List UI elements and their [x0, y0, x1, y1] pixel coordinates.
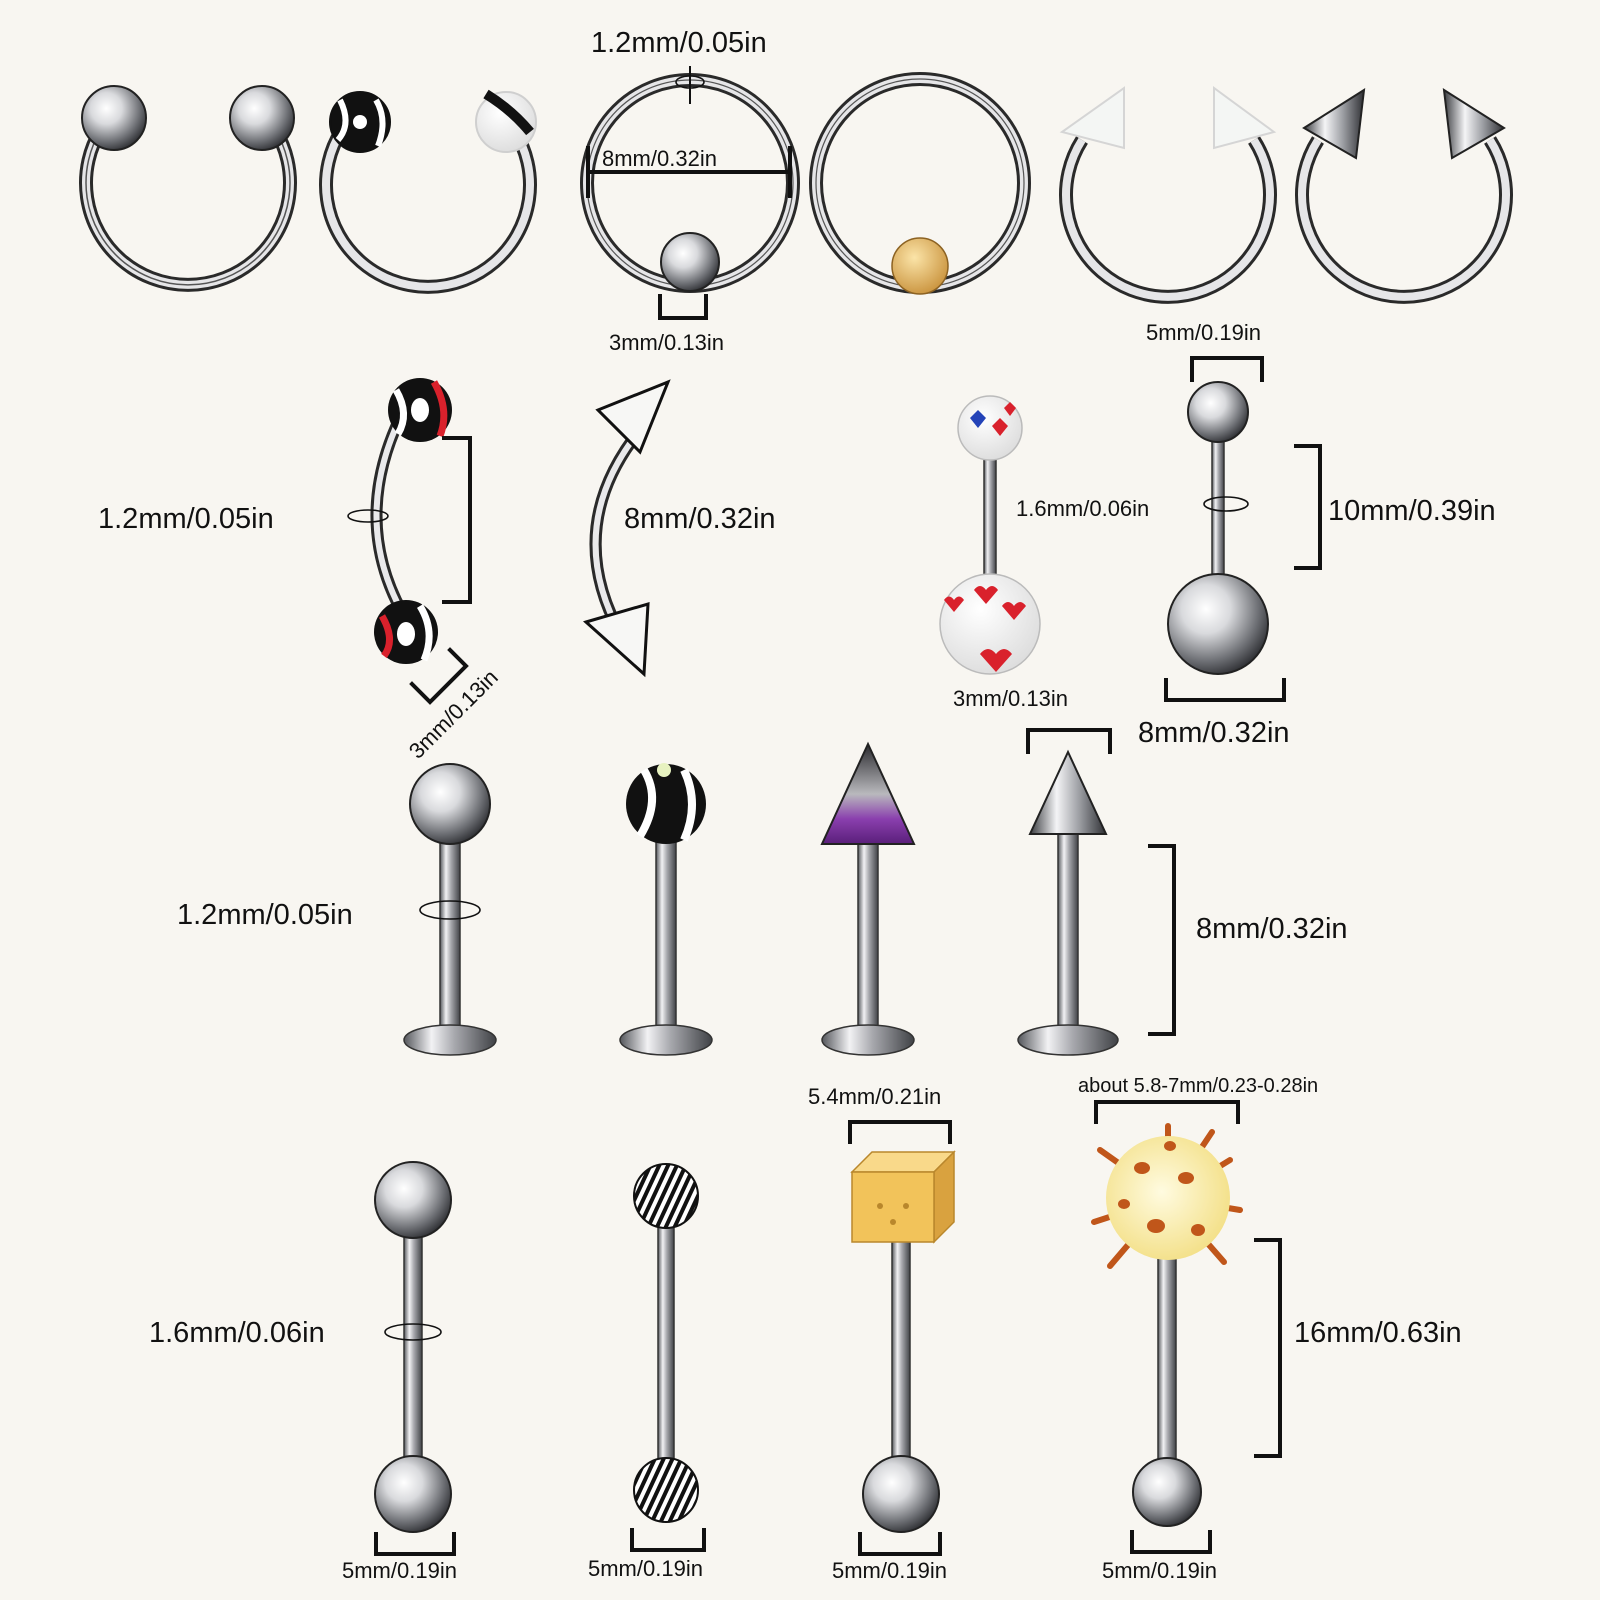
steel-ball-large [1167, 573, 1269, 675]
eyebrow-ring-white-spikes [582, 379, 671, 678]
captive-bead-ring-gold [809, 72, 1031, 295]
tongue-thickness-label: 1.6mm/0.06in [149, 1317, 325, 1349]
belly-top-ball-label: 5mm/0.19in [1146, 320, 1261, 345]
ring-thickness-label: 1.2mm/0.05in [591, 27, 767, 59]
spiky-ball [1091, 1123, 1243, 1269]
belly-small-ball-label: 3mm/0.13in [953, 686, 1068, 711]
flat-back [821, 1024, 915, 1056]
steel-ball [862, 1455, 940, 1533]
labret-purple-spike [820, 741, 916, 1056]
steel-ball [1132, 1457, 1202, 1527]
purple-spike [820, 741, 916, 845]
tongue-length-bracket [1254, 1238, 1282, 1458]
spiky-ball-size-label: about 5.8-7mm/0.23-0.28in [1078, 1075, 1318, 1097]
tongue-length-label: 16mm/0.63in [1294, 1317, 1462, 1349]
labret-length-label: 8mm/0.32in [1196, 913, 1348, 945]
heart-ball-large [939, 573, 1041, 675]
black-ball [374, 600, 438, 664]
belly-thickness-label: 1.6mm/0.06in [1016, 496, 1149, 521]
horseshoe-steel-balls [79, 85, 297, 292]
eyebrow-thickness-label: 1.2mm/0.05in [98, 503, 274, 535]
barbell-steel-balls [374, 1161, 452, 1533]
belly-top-bracket [1190, 356, 1264, 382]
tongue-ball-label-2: 5mm/0.19in [588, 1556, 703, 1581]
labret-black-white-ball [619, 763, 713, 1056]
white-spike [1213, 86, 1277, 150]
steel-spike [1028, 749, 1108, 835]
dice-top [850, 1150, 956, 1244]
steel-bead [660, 232, 720, 292]
checker-ball [633, 1163, 699, 1229]
ball-bracket [858, 1532, 942, 1556]
steel-spike [1442, 88, 1506, 160]
barbell-checker-balls [633, 1163, 699, 1523]
black-white-ball [626, 763, 706, 844]
flat-back [403, 1024, 497, 1056]
flat-back [1017, 1024, 1119, 1056]
belly-length-bracket [1294, 444, 1322, 570]
horseshoe-white-spikes [1059, 86, 1277, 304]
rotation-icon [384, 1323, 442, 1341]
eyebrow-length-bracket [442, 436, 472, 604]
rotation-icon [347, 509, 389, 523]
tongue-ball-label-4: 5mm/0.19in [1102, 1558, 1217, 1583]
belly-ring-heart-ball [939, 395, 1041, 675]
eyebrow-ring-black-balls [370, 378, 452, 664]
ball-bracket [374, 1532, 456, 1556]
diameter-bracket [586, 146, 792, 198]
belly-large-ball-label: 8mm/0.32in [1138, 717, 1290, 749]
black-ball [329, 91, 391, 153]
eyebrow-length-label: 8mm/0.32in [624, 503, 776, 535]
tongue-ball-label-1: 5mm/0.19in [342, 1558, 457, 1583]
belly-ring-steel [1167, 381, 1269, 675]
ball-bracket [630, 1528, 706, 1552]
steel-ball [374, 1455, 452, 1533]
steel-ball [81, 85, 147, 151]
white-spike [595, 379, 671, 455]
horseshoe-black-white-balls [319, 89, 537, 294]
flat-back [619, 1024, 713, 1056]
ring-bead-label: 3mm/0.13in [609, 330, 724, 355]
white-spike [582, 601, 650, 678]
horseshoe-steel-spikes [1295, 88, 1513, 304]
labret-steel-spike [1017, 749, 1119, 1056]
steel-ball [229, 85, 295, 151]
dice-size-label: 5.4mm/0.21in [808, 1084, 941, 1109]
belly-bottom-bracket [1164, 678, 1286, 702]
white-ball [475, 89, 537, 153]
belly-length-label: 10mm/0.39in [1328, 495, 1496, 527]
eyebrow-ball-bracket [409, 647, 469, 705]
white-spike [1059, 86, 1125, 150]
labret-spike-bracket [1026, 728, 1112, 754]
rotation-icon [419, 900, 481, 920]
black-ball [388, 378, 452, 442]
bead-bracket [658, 294, 708, 320]
steel-ball [1187, 381, 1249, 443]
labret-steel-ball [403, 763, 497, 1056]
dice-bracket [848, 1120, 952, 1144]
ring-diameter-label: 8mm/0.32in [602, 146, 717, 171]
ball-bracket [1130, 1530, 1212, 1554]
barbell-spiky-ball [1091, 1123, 1243, 1527]
steel-ball [374, 1161, 452, 1239]
captive-bead-ring-steel [580, 73, 800, 293]
steel-spike [1302, 88, 1366, 160]
heart-ball-small [957, 395, 1023, 461]
rotation-icon [1203, 496, 1249, 512]
checker-ball [633, 1457, 699, 1523]
labret-length-bracket [1148, 844, 1176, 1036]
steel-ball [409, 763, 491, 845]
tongue-ball-label-3: 5mm/0.19in [832, 1558, 947, 1583]
barbell-dice [850, 1150, 956, 1533]
spiky-ball-bracket [1094, 1100, 1240, 1124]
gold-bead [891, 237, 949, 295]
labret-thickness-label: 1.2mm/0.05in [177, 899, 353, 931]
